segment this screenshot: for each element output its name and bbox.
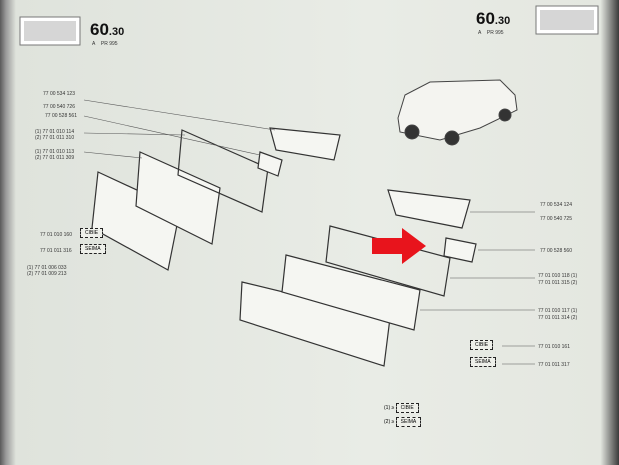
part-number: 77 00 534 124: [540, 202, 572, 208]
reflector-left: [257, 151, 283, 177]
part-number: 77 00 540 725: [540, 216, 572, 222]
part-number: (2) 77 01 011 309: [35, 155, 75, 161]
legend-num: (1): [384, 405, 391, 411]
part-number: 77 00 528 560: [540, 248, 572, 254]
legend-brand: CIBIE: [395, 403, 419, 413]
brand-box-cibie-left: CIBIE: [80, 228, 104, 238]
housing-right: [281, 254, 421, 331]
part-number: 77 01 010 160: [40, 232, 72, 238]
page-sub-left: A PR 995: [92, 41, 118, 47]
brand-legend: (1) ≥ CIBIE (2) ≥ SEIMA: [384, 403, 422, 427]
part-number: (1) 77 01 010 114: [35, 129, 75, 135]
part-number: (1) 77 01 006 033: [27, 265, 67, 271]
page-number-right: 60.30: [476, 9, 511, 28]
car-illustration: [397, 79, 518, 146]
brand-box-seima-left: SEIMA: [80, 244, 106, 254]
red-arrow-icon: [372, 228, 426, 264]
part-number: 77 01 011 317: [538, 362, 570, 368]
brand-box-seima-right: SEIMA: [470, 357, 496, 367]
holder-right: [387, 189, 471, 229]
part-number: 77 01 010 161: [538, 344, 570, 350]
part-number: 77 01 010 118 (1): [538, 273, 578, 279]
part-number: 77 01 011 315 (2): [538, 280, 578, 286]
part-number: 77 00 534 123: [43, 91, 75, 97]
part-number: (2) 77 01 011 310: [35, 135, 75, 141]
housing-left: [135, 151, 221, 245]
holder-left: [269, 127, 341, 161]
part-number: 77 00 528 561: [45, 113, 77, 119]
part-number: 77 01 010 117 (1): [538, 308, 578, 314]
seal-left: [177, 129, 269, 213]
legend-brand: SEIMA: [395, 417, 422, 427]
page-number-left: 60.30: [90, 20, 125, 39]
legend-num: (2): [384, 419, 391, 425]
part-number: (2) 77 01 009 213: [27, 271, 67, 277]
brand-box-cibie-right: CIBIE: [470, 340, 494, 350]
part-number: 77 01 011 314 (2): [538, 315, 578, 321]
part-number: (1) 77 01 010 113: [35, 149, 75, 155]
page-sub-right: A PR 995: [478, 30, 504, 36]
part-number: 77 01 011 316: [40, 248, 72, 254]
reflector-right: [443, 237, 477, 263]
part-number: 77 00 540 726: [43, 104, 75, 110]
